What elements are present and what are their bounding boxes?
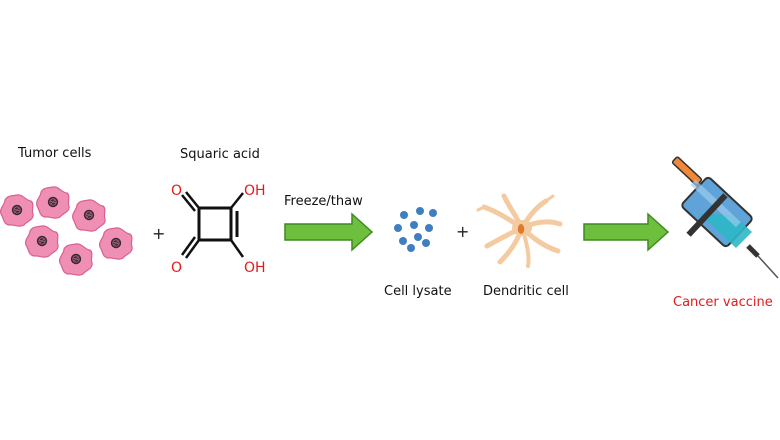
tumor-cell-icon [71, 199, 106, 232]
label-dendritic-cell: Dendritic cell [483, 284, 569, 299]
dendritic-cell-icon [476, 193, 563, 268]
oxygen-atom-bottom: O [171, 260, 182, 276]
hydroxyl-bottom: OH [244, 260, 266, 276]
tumor-cell-icon [24, 225, 59, 258]
process-arrow-icon [583, 212, 670, 252]
plus-sign-2: + [456, 222, 470, 241]
tumor-cell-icon [98, 227, 133, 260]
oxygen-atom-top: O [171, 183, 182, 199]
tumor-cell-icon [58, 243, 93, 276]
process-arrow-icon [284, 212, 374, 252]
squaric-acid-molecule: O O OH OH [171, 183, 266, 276]
label-cell-lysate: Cell lysate [384, 284, 452, 299]
tumor-cell-icon [35, 186, 70, 219]
plus-sign-1: + [152, 224, 166, 243]
syringe-icon [671, 156, 779, 279]
label-tumor-cells: Tumor cells [18, 146, 92, 161]
tumor-cell-icon [0, 194, 34, 227]
label-squaric-acid: Squaric acid [180, 147, 260, 162]
tumor-cells-group [0, 186, 133, 276]
label-cancer-vaccine: Cancer vaccine [673, 295, 773, 310]
hydroxyl-top: OH [244, 183, 266, 199]
label-freeze-thaw: Freeze/thaw [284, 194, 363, 209]
lysate-particles-icon [394, 207, 437, 252]
